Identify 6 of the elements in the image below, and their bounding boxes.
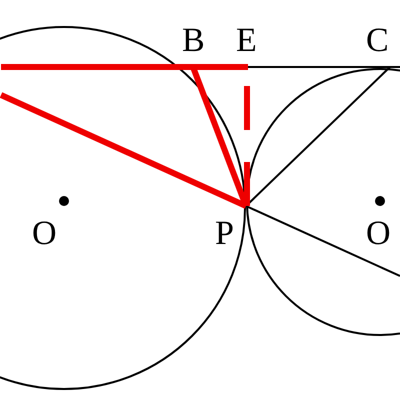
point-label: C <box>366 24 389 58</box>
point-label: P <box>215 217 234 251</box>
point-label: B <box>182 24 205 58</box>
point-label: O <box>32 217 57 251</box>
point-label: E <box>236 24 257 58</box>
point-label: O <box>366 217 391 251</box>
